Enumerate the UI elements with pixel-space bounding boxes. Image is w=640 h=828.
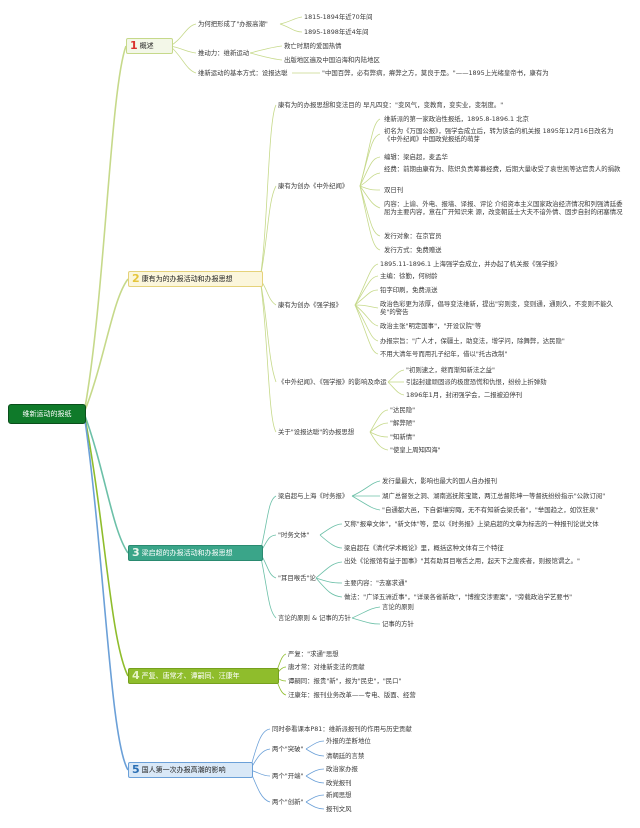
s5-branch-kaiduan[interactable]: 两个"开端"	[272, 772, 304, 780]
s2-qx-item-4[interactable]: 政治色彩更为浓厚，倡导变法维新，提出"穷则变，变则通，通则久，不变则不能久矣"的…	[380, 300, 614, 316]
s2-sb-item-4[interactable]: "使皇上周知四海"	[390, 446, 441, 454]
section-4-title: 严复、唐常才、谭嗣同、汪康年	[141, 672, 240, 680]
s4-item-2[interactable]: 唐才常：对维新变法的贡献	[288, 663, 365, 671]
s2-qx-item-1[interactable]: 1895.11-1896.1 上海强学会成立，并办起了机关报《强学报》	[380, 260, 561, 268]
s3-wt-item-2[interactable]: 梁启超在《清代学术概论》里，概括这种文体有三个特征	[344, 544, 504, 552]
s1-driver-b[interactable]: 出版地区遍及中国沿海和内陆地区	[284, 56, 380, 64]
s1-branch-why[interactable]: 为何把形成了"办报高潮"	[198, 20, 268, 28]
s3-sw-item-3[interactable]: "自通都大邑，下自僻壤穷陬，无不有知新会梁氏者"，"举国趋之，如饮狂泉"	[382, 506, 599, 514]
s4-item-1[interactable]: 严复："求通"思想	[288, 650, 339, 658]
s1-branch-method[interactable]: 维新运动的基本方式：设报达聪	[198, 69, 288, 77]
s1-why-period-a[interactable]: 1815-1894年近70年间	[304, 13, 373, 21]
s2-inf-item-1[interactable]: "初则逮之，继而渐知新法之益"	[406, 366, 495, 374]
section-5-title: 国人第一次办报高潮的影响	[141, 766, 226, 774]
s3-branch-ermu[interactable]: "耳目喉舌"论	[278, 574, 316, 582]
connector-s1	[83, 45, 127, 414]
section-3-title: 梁启超的办报活动和办报思想	[141, 549, 233, 557]
connector-s4	[83, 412, 129, 677]
s3-yl-item-2[interactable]: 记事的方针	[382, 620, 414, 628]
s2-zw-item-2[interactable]: 初名为《万国公报》，强学会成立后，转为该会的机关报 1895年12月16日改名为…	[384, 127, 614, 143]
s3-em-item-2[interactable]: 主要内容："去塞求通"	[344, 579, 408, 587]
s3-branch-yanlun[interactable]: 言论的原则 & 记事的方针	[278, 614, 351, 622]
s2-inf-item-3[interactable]: 1896年1月，封闭强学会，二报被迫停刊	[406, 391, 523, 399]
s2-inf-item-2[interactable]: 引起封建顽固派的极度恐慌和仇恨，纷纷上折弹劾	[406, 378, 547, 386]
s2-zw-item-3[interactable]: 编辑：梁启超，麦孟华	[384, 153, 448, 161]
s3-branch-shiwu[interactable]: 梁启超与上海《时务报》	[278, 492, 349, 500]
s2-qx-item-3[interactable]: 铅字印刷，免费派送	[380, 286, 438, 294]
section-3-number: 3	[132, 546, 140, 559]
s1-driver-a[interactable]: 救亡时期的爱国热情	[284, 42, 342, 50]
s5-cx-item-1[interactable]: 新闻思想	[326, 791, 352, 799]
s3-em-item-3[interactable]: 做法："广译五洲近事"，"详录各省新政"，"博搜交涉要案"，"旁载政治学艺要书"	[344, 593, 573, 601]
section-5-number: 5	[132, 763, 140, 776]
s5-branch-tupo[interactable]: 两个"突破"	[272, 745, 304, 753]
s5-cx-item-2[interactable]: 报刊文风	[326, 805, 352, 813]
s3-branch-wenti[interactable]: "时务文体"	[278, 531, 310, 539]
s2-branch-shebao[interactable]: 关于"设报达聪"的办报思想	[278, 428, 355, 436]
s3-sw-item-2[interactable]: 湖广总督张之洞、湖南巡抚陈宝箴，两江总督陈坤一等督抚纷纷指示"公款订阅"	[382, 492, 606, 500]
s3-yl-item-1[interactable]: 言论的原则	[382, 603, 414, 611]
s4-item-3[interactable]: 谭嗣同：报贵"新"，报为"民史"，"民口"	[288, 677, 402, 685]
connector-s2	[83, 278, 129, 414]
s5-tp-item-1[interactable]: 外报的垄断地位	[326, 737, 371, 745]
section-4-number: 4	[132, 669, 140, 682]
s3-em-item-1[interactable]: 出处《论报馆有益于国事》"其有助耳目喉舌之用，起天下之废疾者，则报馆谓之。"	[344, 557, 580, 565]
s2-sb-item-1[interactable]: "达民隐"	[390, 406, 416, 414]
s3-wt-item-1[interactable]: 又称"报章文体"，"新文体"等，是以《时务报》上梁启超的文章为标志的一种报刊论说…	[344, 520, 599, 528]
s5-intro[interactable]: 同时参看课本P81：维新派报刊的作用与历史贡献	[272, 725, 412, 733]
s5-branch-chuangxin[interactable]: 两个"创新"	[272, 798, 304, 806]
s2-branch-zhongwai[interactable]: 康有为创办《中外纪闻》	[278, 182, 349, 190]
s2-qx-item-6[interactable]: 办报宗旨："广人才，保疆土，助变法，增学问，除舞弊，达民隐"	[380, 337, 565, 345]
s2-qx-item-7[interactable]: 不用大清年号而用孔子纪年，借以"托古改制"	[380, 350, 508, 358]
section-2-title: 康有为的办报活动和办报思想	[141, 275, 233, 283]
s2-sb-item-2[interactable]: "解弊陋"	[390, 419, 416, 427]
connector-s3	[83, 412, 129, 554]
s2-branch-influence[interactable]: 《中外纪闻》、《强学报》的影响及命运	[278, 378, 387, 386]
section-1-number: 1	[130, 39, 138, 52]
s2-sb-item-3[interactable]: "知新情"	[390, 433, 416, 441]
connector-s5	[83, 412, 129, 771]
s2-qx-item-2[interactable]: 主编：徐勤，何树龄	[380, 272, 438, 280]
s2-zw-item-7[interactable]: 发行对象：在京官员	[384, 232, 442, 240]
s2-intro[interactable]: 康有为的办报思想和变法目的 早凡四变："变风气，变教育，变实业，变制度。"	[278, 101, 504, 109]
s2-zw-item-4[interactable]: 经费：前期由康有为、陈炽负责筹募经费，后期大量收受了袁世凯等达官贵人的捐款	[384, 165, 621, 173]
s2-zw-item-6[interactable]: 内容：上谕、外电、报墙、译报、评论 介绍资本主义国家政治经济情况和列强清廷委屈为…	[384, 200, 623, 216]
s5-tp-item-2[interactable]: 清朝廷的言禁	[326, 752, 365, 760]
s2-zw-item-5[interactable]: 双日刊	[384, 186, 404, 194]
s5-kd-item-2[interactable]: 政党报刊	[326, 779, 352, 787]
s2-zw-item-8[interactable]: 发行方式：免费赠送	[384, 246, 442, 254]
s2-qx-item-5[interactable]: 政治主张"明定国事"，"开设议院"等	[380, 322, 482, 330]
s3-sw-item-1[interactable]: 发行量最大，影响也最大的国人自办报刊	[382, 477, 498, 485]
s2-zw-item-1[interactable]: 维新派的第一家政治性报纸，1895.8-1896.1 北京	[384, 115, 529, 123]
s5-kd-item-1[interactable]: 政治家办报	[326, 765, 358, 773]
section-2-number: 2	[132, 272, 140, 285]
s1-method-quote[interactable]: "中国百弊，必有弊病，瘠弊之方，莫良于是。"——1895上光绪皇帝书，康有为	[322, 69, 549, 77]
s2-branch-qiangxue[interactable]: 康有为创办《强学报》	[278, 301, 342, 309]
s4-item-4[interactable]: 汪康年：报刊业务改革——专电、版面、经营	[288, 691, 416, 699]
s1-why-period-b[interactable]: 1895-1898年近4年间	[304, 28, 369, 36]
s1-branch-driver[interactable]: 推动力：维新运动	[198, 49, 250, 57]
section-1-title: 概述	[139, 42, 154, 50]
root-node[interactable]: 维新运动的报纸	[8, 404, 86, 424]
